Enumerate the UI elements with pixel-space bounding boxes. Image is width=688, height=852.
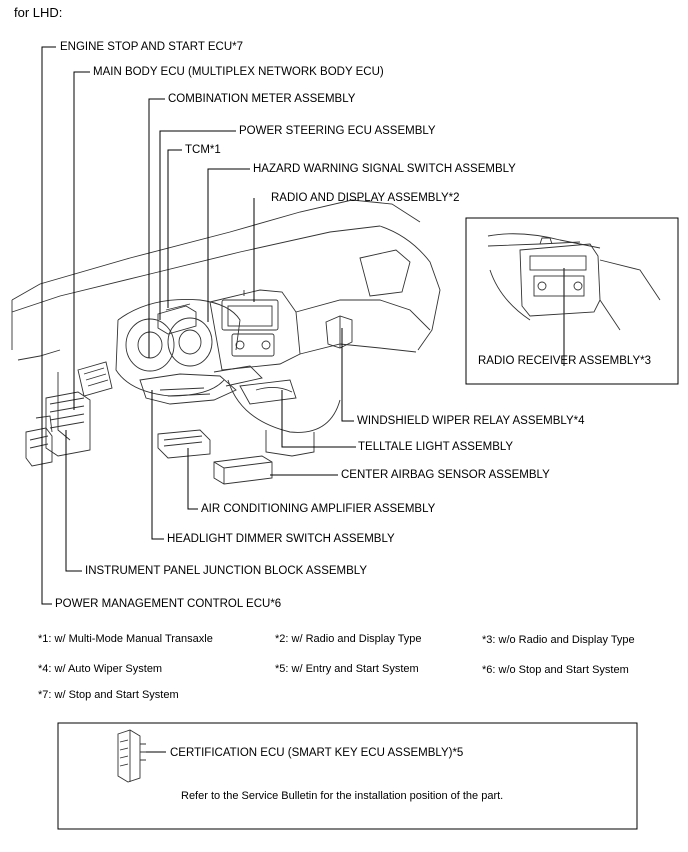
label-ip-junction-block: INSTRUMENT PANEL JUNCTION BLOCK ASSEMBLY xyxy=(85,565,368,577)
label-center-airbag-sensor: CENTER AIRBAG SENSOR ASSEMBLY xyxy=(341,469,550,481)
label-radio-receiver: RADIO RECEIVER ASSEMBLY*3 xyxy=(478,355,651,367)
diagram-title: for LHD: xyxy=(14,5,63,20)
certification-ecu-box xyxy=(57,722,638,830)
certification-ecu-icon xyxy=(117,729,146,783)
label-combination-meter: COMBINATION METER ASSEMBLY xyxy=(168,93,356,105)
certification-note: Refer to the Service Bulletin for the in… xyxy=(181,790,504,802)
label-headlight-dimmer: HEADLIGHT DIMMER SWITCH ASSEMBLY xyxy=(167,533,395,545)
label-power-steering-ecu: POWER STEERING ECU ASSEMBLY xyxy=(239,125,436,137)
label-hazard-switch: HAZARD WARNING SIGNAL SWITCH ASSEMBLY xyxy=(253,163,516,175)
footnote-3: *3: w/o Radio and Display Type xyxy=(482,634,635,646)
label-wiper-relay: WINDSHIELD WIPER RELAY ASSEMBLY*4 xyxy=(357,415,585,427)
leader-lines xyxy=(41,46,565,605)
label-radio-display: RADIO AND DISPLAY ASSEMBLY*2 xyxy=(271,192,460,204)
label-certification-ecu: CERTIFICATION ECU (SMART KEY ECU ASSEMBL… xyxy=(170,747,464,759)
footnote-5: *5: w/ Entry and Start System xyxy=(275,663,419,675)
footnote-4: *4: w/ Auto Wiper System xyxy=(38,663,163,675)
label-ac-amplifier: AIR CONDITIONING AMPLIFIER ASSEMBLY xyxy=(201,503,436,515)
dashboard-drawing xyxy=(11,199,441,485)
footnote-7: *7: w/ Stop and Start System xyxy=(38,689,179,701)
label-telltale-light: TELLTALE LIGHT ASSEMBLY xyxy=(358,441,514,453)
label-tcm: TCM*1 xyxy=(185,144,221,156)
label-engine-stop-start-ecu: ENGINE STOP AND START ECU*7 xyxy=(60,41,243,53)
footnote-2: *2: w/ Radio and Display Type xyxy=(275,633,422,645)
footnote-6: *6: w/o Stop and Start System xyxy=(482,664,629,676)
radio-receiver-inset xyxy=(465,217,679,385)
label-main-body-ecu: MAIN BODY ECU (MULTIPLEX NETWORK BODY EC… xyxy=(93,66,384,78)
label-power-mgmt-ecu: POWER MANAGEMENT CONTROL ECU*6 xyxy=(55,598,282,610)
footnote-1: *1: w/ Multi-Mode Manual Transaxle xyxy=(38,633,213,645)
